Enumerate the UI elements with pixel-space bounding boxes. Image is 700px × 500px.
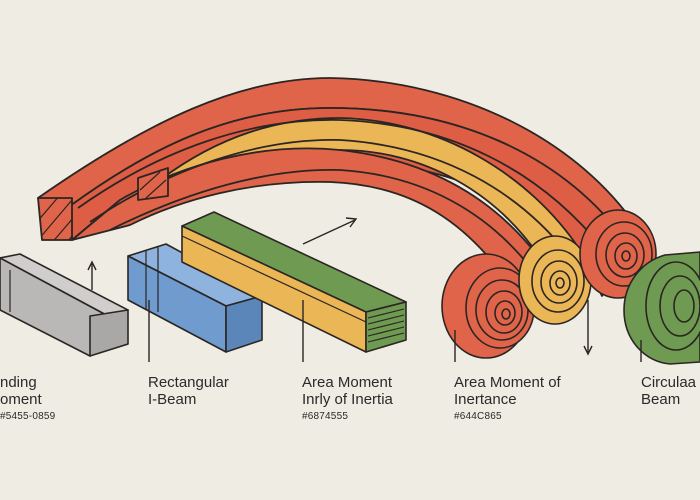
layered-green-yellow-beam (181, 211, 407, 353)
curved-arch-beam (37, 77, 641, 301)
label-rectangular-line2: I-Beam (148, 391, 197, 408)
arch-notch-cutout (137, 167, 169, 201)
label-area-moment-line2: Inrly of Inertia (302, 391, 393, 408)
arch-seam-line (77, 119, 605, 251)
gray-rectangular-bar (0, 253, 129, 357)
label-area-moment-of-line1: Area Moment of (454, 374, 561, 391)
label-area-moment-of-line2: Inertance (454, 391, 517, 408)
yellow-circular-end (518, 235, 592, 325)
blue-rectangular-beam (127, 243, 263, 353)
code-area-moment-of: #644С865 (454, 411, 502, 422)
blue-beam-end (225, 295, 263, 353)
label-circular-line2: Beam (641, 391, 681, 408)
label-bending-moment-line1: nding (0, 374, 37, 391)
label-area-moment-line1: Area Moment (302, 374, 393, 391)
code-bending-moment: #5455-0859 (0, 411, 56, 422)
label-circular-line1: Circulaa (641, 374, 697, 391)
arrow-diagonal (302, 219, 356, 245)
label-rectangular-line1: Rectangular (148, 374, 229, 391)
green-circular-beam (623, 251, 700, 365)
gray-bar-end (89, 309, 129, 357)
arch-seam-line (109, 169, 541, 281)
label-bending-moment-line2: oment (0, 391, 42, 408)
code-area-moment: #6874555 (302, 411, 349, 422)
leader-lines (87, 217, 642, 362)
